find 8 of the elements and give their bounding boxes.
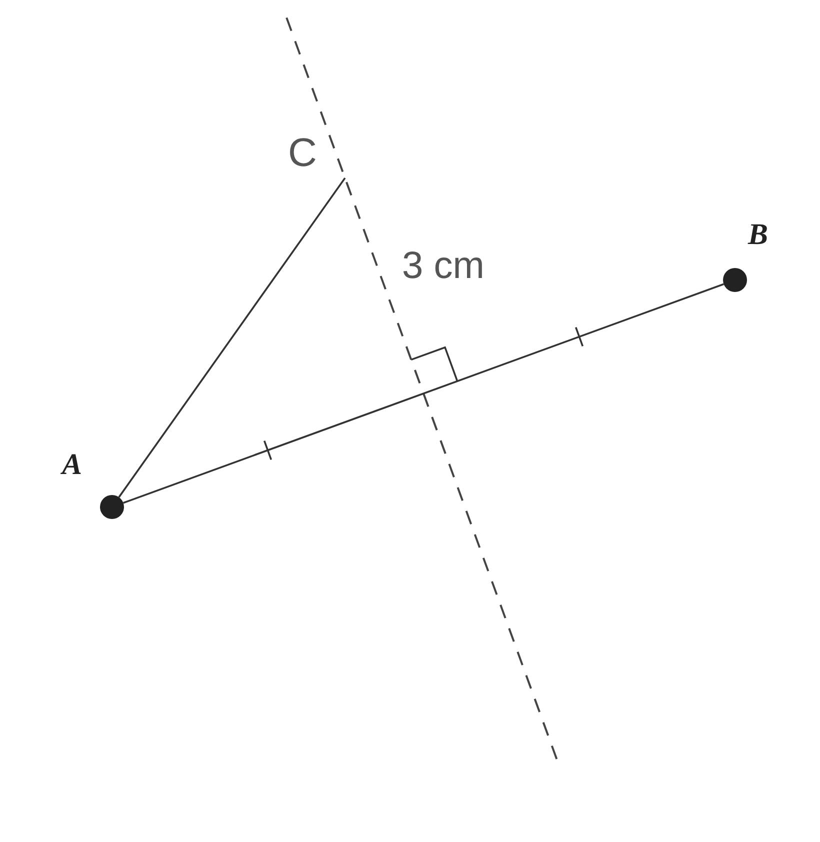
point-label: B xyxy=(748,218,768,252)
point-dot xyxy=(723,268,747,292)
length-label: 3 cm xyxy=(402,245,484,288)
line-segment xyxy=(118,177,346,498)
point-label: C xyxy=(288,131,317,175)
line-segment xyxy=(122,283,724,504)
point-label: A xyxy=(62,448,82,482)
point-dot xyxy=(100,495,124,519)
